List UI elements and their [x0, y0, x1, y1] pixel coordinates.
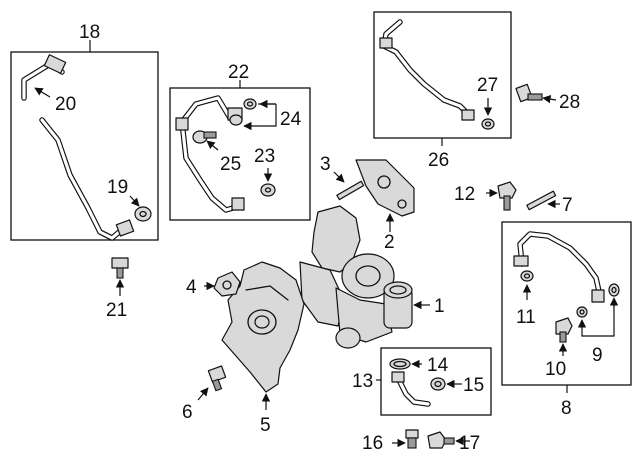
callout-22[interactable]: 22 [228, 62, 249, 83]
bolt-part-21[interactable] [111, 257, 129, 279]
group-18-box [10, 40, 159, 241]
coolant-line-part-22[interactable] [175, 95, 245, 213]
callout-15[interactable]: 15 [463, 375, 484, 396]
bolt-part-28[interactable] [515, 83, 543, 103]
washer-part-11[interactable] [520, 270, 534, 282]
callout-3[interactable]: 3 [320, 154, 331, 175]
callout-28[interactable]: 28 [559, 92, 580, 113]
callout-12[interactable]: 12 [454, 184, 475, 205]
bolt-part-16[interactable] [405, 429, 419, 449]
ring-part-15[interactable] [430, 377, 446, 391]
callout-4[interactable]: 4 [186, 277, 197, 298]
callout-6[interactable]: 6 [182, 402, 193, 423]
callout-14[interactable]: 14 [427, 355, 449, 376]
fitting-part-24[interactable] [227, 98, 257, 126]
callout-5[interactable]: 5 [260, 415, 271, 436]
callout-7[interactable]: 7 [562, 195, 573, 216]
heat-shield-part-5[interactable] [221, 261, 305, 393]
callout-26[interactable]: 26 [428, 150, 449, 171]
callout-9[interactable]: 9 [592, 345, 603, 366]
fitting-part-13[interactable] [391, 371, 431, 407]
bolt-part-10[interactable] [555, 317, 573, 343]
callout-19[interactable]: 19 [107, 177, 128, 198]
bolt-part-17[interactable] [427, 431, 455, 449]
callout-8[interactable]: 8 [561, 398, 572, 419]
stud-part-3[interactable] [336, 180, 365, 201]
callout-24[interactable]: 24 [280, 109, 302, 130]
group-26-box [373, 11, 512, 146]
callout-1[interactable]: 1 [434, 296, 445, 317]
callout-16[interactable]: 16 [362, 433, 383, 454]
callout-18[interactable]: 18 [79, 22, 100, 43]
turbocharger-part-1[interactable] [299, 205, 413, 349]
callout-2[interactable]: 2 [384, 232, 395, 253]
washer-part-19[interactable] [134, 206, 152, 222]
callout-13[interactable]: 13 [352, 371, 373, 392]
oil-return-line-part-8[interactable] [513, 231, 605, 303]
coolant-return-line-part-26[interactable] [379, 19, 475, 121]
washer-part-27[interactable] [481, 118, 495, 130]
oil-line-part-20[interactable] [21, 54, 67, 101]
group-8-box [501, 221, 632, 393]
bolt-part-12[interactable] [497, 181, 517, 211]
callout-17[interactable]: 17 [459, 433, 480, 454]
callout-11[interactable]: 11 [516, 307, 536, 328]
ring-part-14[interactable] [389, 358, 411, 370]
callout-20[interactable]: 20 [55, 94, 76, 115]
washer-part-23[interactable] [260, 183, 276, 197]
bolt-part-25[interactable] [192, 130, 217, 144]
group-22-box [169, 80, 311, 221]
nut-part-4[interactable] [213, 271, 241, 297]
callout-23[interactable]: 23 [254, 146, 275, 167]
callout-27[interactable]: 27 [477, 75, 498, 96]
bolt-part-6[interactable] [207, 365, 227, 392]
oil-line-pipe[interactable] [39, 117, 135, 241]
callout-25[interactable]: 25 [220, 154, 241, 175]
callout-10[interactable]: 10 [545, 359, 566, 380]
washer-part-9[interactable] [576, 283, 620, 318]
stud-part-7[interactable] [526, 190, 557, 211]
callout-21[interactable]: 21 [106, 300, 127, 321]
group-13-box [376, 347, 492, 416]
gasket-part-2[interactable] [355, 159, 415, 217]
